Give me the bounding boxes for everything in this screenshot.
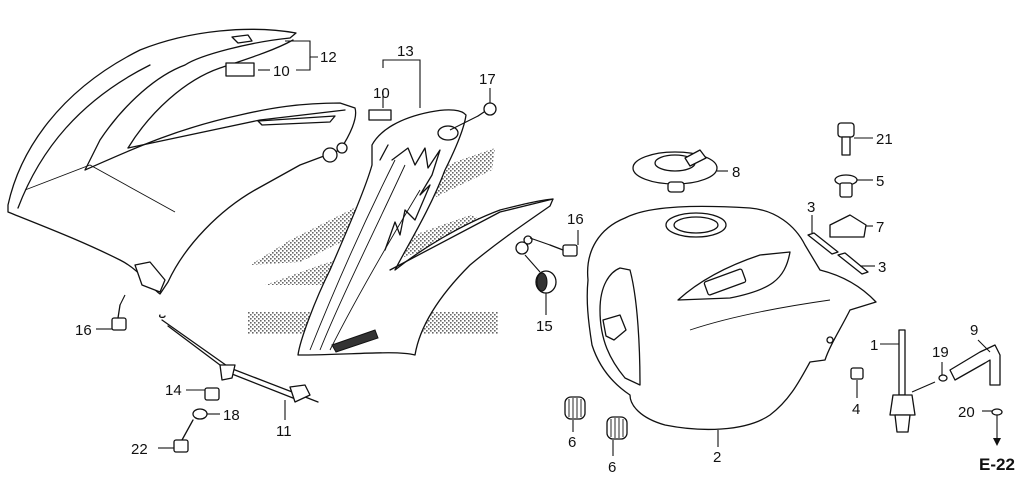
part-22-bolt[interactable] <box>173 419 194 453</box>
callout-1[interactable]: 1 <box>870 337 878 354</box>
callout-14[interactable]: 14 <box>165 382 182 399</box>
callout-21[interactable]: 21 <box>876 131 893 148</box>
reference-arrow-head <box>993 438 1001 446</box>
callout-20[interactable]: 20 <box>958 404 975 421</box>
part-15-grommet[interactable] <box>524 254 557 294</box>
part-16-bolt-lower[interactable] <box>111 294 127 331</box>
part-6-cushion-front-right[interactable] <box>606 416 628 440</box>
part-12-shroud-right[interactable] <box>7 28 357 295</box>
callout-5[interactable]: 5 <box>876 173 884 190</box>
callout-22[interactable]: 22 <box>131 441 148 458</box>
part-3-tape-upper[interactable] <box>807 232 839 255</box>
callout-16-lower[interactable]: 16 <box>75 322 92 339</box>
callout-2[interactable]: 2 <box>713 449 721 466</box>
callout-11[interactable]: 11 <box>276 423 292 440</box>
callout-18[interactable]: 18 <box>223 407 240 424</box>
callout-3-lower[interactable]: 3 <box>878 259 886 276</box>
part-16-bolt-upper[interactable] <box>529 237 578 257</box>
callout-4[interactable]: 4 <box>852 401 860 418</box>
callout-13[interactable]: 13 <box>397 43 414 60</box>
callout-6-left[interactable]: 6 <box>568 434 576 451</box>
part-1-fuel-cock[interactable] <box>889 329 936 433</box>
part-6-cushion-front-left[interactable] <box>564 396 586 420</box>
part-5-collar[interactable] <box>834 174 858 198</box>
part-2-fuel-tank[interactable] <box>586 205 877 431</box>
part-17-screw[interactable] <box>449 102 497 131</box>
part-20-clip[interactable] <box>991 408 1003 416</box>
callout-10-right[interactable]: 10 <box>273 63 290 80</box>
reference-page-link[interactable]: E-22 <box>979 455 1015 474</box>
callout-9[interactable]: 9 <box>970 322 978 339</box>
part-8-fuel-cap[interactable] <box>632 149 718 193</box>
callout-15[interactable]: 15 <box>536 318 553 335</box>
part-14-nut[interactable] <box>204 387 220 401</box>
part-10-cushion-left[interactable] <box>368 109 392 121</box>
callout-19[interactable]: 19 <box>932 344 949 361</box>
part-19-clip[interactable] <box>938 374 948 382</box>
part-3-tape-lower[interactable] <box>837 252 869 275</box>
part-9-fuel-tube[interactable] <box>949 344 1001 386</box>
callout-16-upper[interactable]: 16 <box>567 211 584 228</box>
callout-6-right[interactable]: 6 <box>608 459 616 476</box>
callout-8[interactable]: 8 <box>732 164 740 181</box>
callout-10-left[interactable]: 10 <box>373 85 390 102</box>
part-11-stay[interactable] <box>158 314 319 403</box>
part-21-bolt[interactable] <box>837 122 855 156</box>
part-10-cushion-right[interactable] <box>225 62 255 77</box>
leader-lines <box>96 40 992 456</box>
callout-3-upper[interactable]: 3 <box>807 199 815 216</box>
part-7-rubber-mount[interactable] <box>829 214 867 238</box>
callout-17[interactable]: 17 <box>479 71 496 88</box>
part-18-washer[interactable] <box>192 408 208 420</box>
part-4-cushion[interactable] <box>850 367 864 380</box>
callout-12[interactable]: 12 <box>320 49 337 66</box>
callout-7[interactable]: 7 <box>876 219 884 236</box>
